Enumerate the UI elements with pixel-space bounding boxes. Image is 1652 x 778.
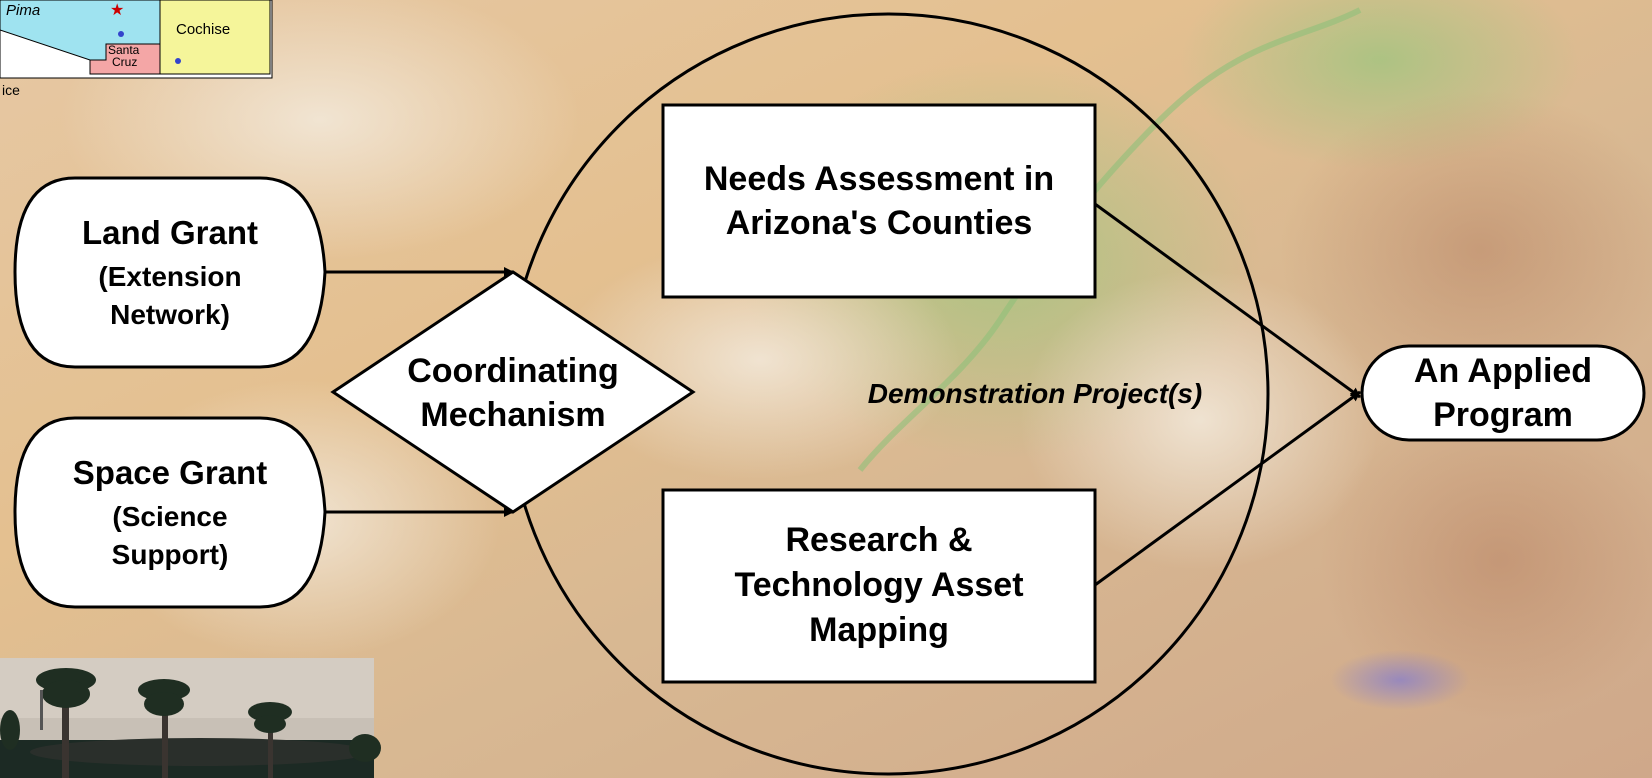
land-grant-line2: Network) bbox=[110, 299, 230, 330]
needs-line2: Arizona's Counties bbox=[726, 204, 1033, 242]
county-map-inset: Pima Cochise Santa Cruz ★ ice bbox=[0, 0, 273, 98]
pima-label: Pima bbox=[6, 2, 40, 19]
santa-cruz-county bbox=[89, 43, 161, 75]
city-dot-icon bbox=[118, 31, 124, 37]
palm-tree-icon bbox=[0, 668, 381, 762]
city-dot-icon bbox=[175, 58, 181, 64]
needs-line1: Needs Assessment in bbox=[704, 160, 1054, 198]
coordinating-line1: Coordinating bbox=[407, 352, 619, 390]
demonstration-project-label: Demonstration Project(s) bbox=[868, 378, 1203, 409]
applied-line2: Program bbox=[1433, 396, 1573, 434]
arrow-needs-to-applied bbox=[1094, 202, 1361, 399]
space-grant-node: Space Grant (Science Support) bbox=[13, 416, 327, 609]
research-technology-node: Research & Technology Asset Mapping bbox=[661, 488, 1097, 684]
land-grant-line1: (Extension bbox=[98, 261, 241, 292]
research-line2: Technology Asset bbox=[734, 566, 1023, 604]
space-grant-line1: (Science bbox=[112, 501, 227, 532]
applied-program-node: An Applied Program bbox=[1360, 344, 1646, 442]
map-footnote-fragment: ice bbox=[2, 82, 20, 98]
applied-line1: An Applied bbox=[1414, 352, 1592, 390]
cochise-label: Cochise bbox=[176, 21, 230, 38]
land-grant-node: Land Grant (Extension Network) bbox=[13, 176, 327, 369]
research-line3: Mapping bbox=[809, 611, 949, 649]
space-grant-line2: Support) bbox=[112, 539, 229, 570]
coordinating-mechanism-node: Coordinating Mechanism bbox=[330, 270, 696, 514]
space-grant-title: Space Grant bbox=[73, 454, 267, 491]
santa-cruz-label-line2: Cruz bbox=[112, 55, 137, 69]
research-line1: Research & bbox=[785, 521, 972, 559]
arrow-research-to-applied bbox=[1094, 390, 1361, 587]
land-grant-title: Land Grant bbox=[82, 214, 258, 251]
campus-photo-inset bbox=[0, 658, 381, 778]
coordinating-line2: Mechanism bbox=[420, 396, 605, 434]
star-icon: ★ bbox=[110, 0, 124, 19]
santa-cruz-label-line1: Santa bbox=[108, 43, 140, 57]
needs-assessment-node: Needs Assessment in Arizona's Counties bbox=[661, 103, 1097, 299]
